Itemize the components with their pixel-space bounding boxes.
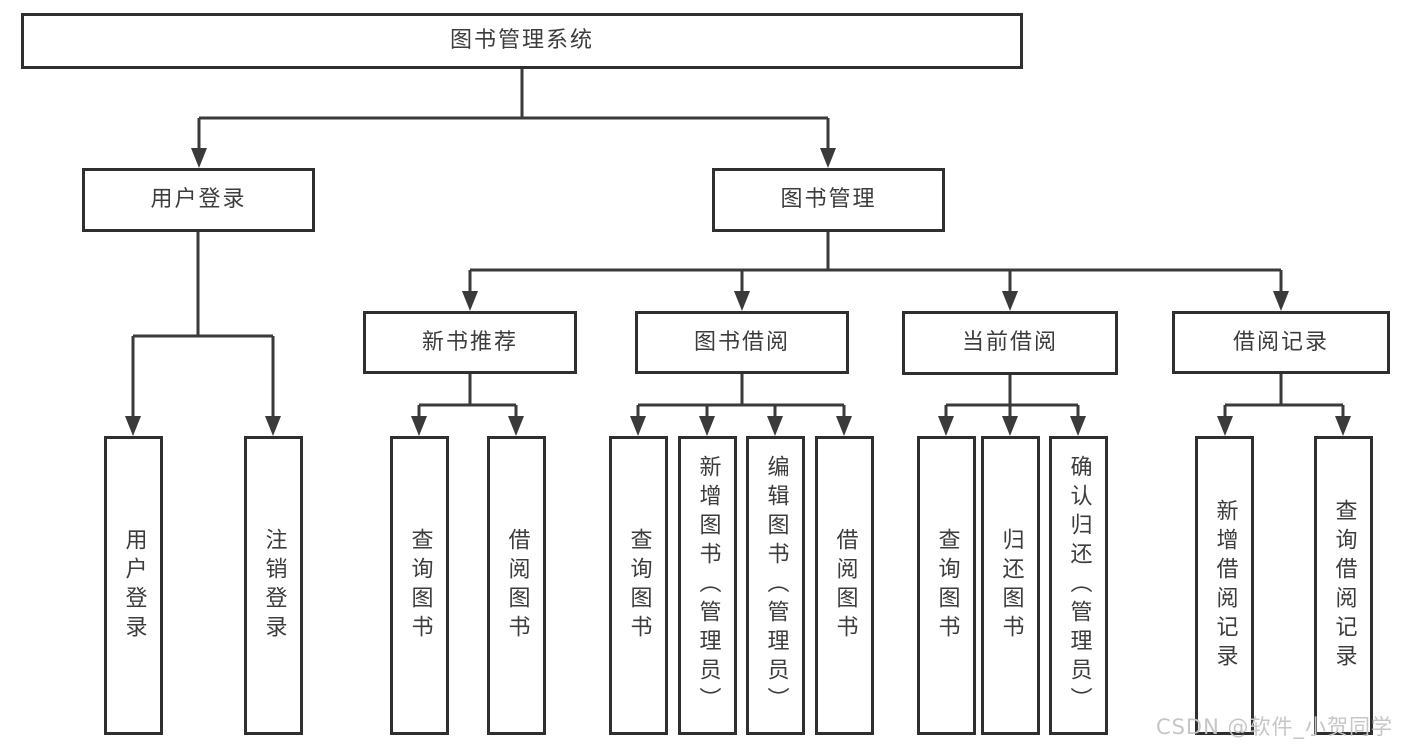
leaf-borrow-borrow-books-label: 借阅图书: [832, 527, 858, 644]
arrowhead: [1002, 416, 1018, 436]
node-borrow-records-label: 借阅记录: [1232, 329, 1329, 355]
node-book-management-label: 图书管理: [780, 187, 877, 212]
leaf-logout: 注销登录: [244, 436, 303, 735]
arrowhead: [820, 148, 836, 168]
arrowhead: [411, 416, 427, 436]
leaf-current-query-books: 查询图书: [917, 436, 976, 735]
leaf-recommend-query-books-label: 查询图书: [407, 527, 433, 644]
leaf-current-return-books-label: 归还图书: [998, 527, 1024, 644]
leaf-recommend-borrow-books-label: 借阅图书: [504, 527, 530, 644]
leaf-current-confirm-return-label: 确认归还（管理员）: [1066, 455, 1092, 716]
leaf-records-query-record-label: 查询借阅记录: [1331, 498, 1357, 673]
arrowhead: [1335, 416, 1351, 436]
leaf-borrow-query-books: 查询图书: [609, 436, 668, 735]
node-user-login-label: 用户登录: [150, 187, 247, 212]
tree-edges: [131, 69, 1345, 418]
arrowhead: [630, 416, 646, 436]
leaf-logout-label: 注销登录: [261, 527, 287, 644]
leaf-current-return-books: 归还图书: [981, 436, 1040, 735]
arrowhead: [191, 148, 207, 168]
leaf-borrow-borrow-books: 借阅图书: [815, 436, 874, 735]
leaf-records-add-record: 新增借阅记录: [1195, 436, 1254, 735]
node-book-borrow-label: 图书借阅: [693, 329, 790, 355]
arrowhead: [1217, 416, 1233, 436]
leaf-recommend-query-books: 查询图书: [390, 436, 449, 735]
arrowheads: [125, 148, 1351, 436]
node-new-book-recommend: 新书推荐: [363, 311, 577, 374]
leaf-borrow-query-books-label: 查询图书: [626, 527, 652, 644]
arrowhead: [734, 291, 750, 311]
arrowhead: [767, 416, 783, 436]
leaf-current-query-books-label: 查询图书: [934, 527, 960, 644]
arrowhead: [938, 416, 954, 436]
node-root-label: 图书管理系统: [449, 28, 594, 53]
arrowhead: [699, 416, 715, 436]
arrowhead: [836, 416, 852, 436]
arrowhead: [462, 291, 478, 311]
arrowhead: [265, 416, 281, 436]
node-user-login: 用户登录: [82, 168, 315, 232]
node-root: 图书管理系统: [21, 13, 1023, 69]
arrowhead: [1273, 291, 1289, 311]
node-borrow-records: 借阅记录: [1172, 311, 1390, 374]
leaf-current-confirm-return: 确认归还（管理员）: [1049, 436, 1108, 735]
arrowhead: [1070, 416, 1086, 436]
node-book-management: 图书管理: [712, 168, 945, 232]
leaf-recommend-borrow-books: 借阅图书: [487, 436, 546, 735]
leaf-borrow-add-books: 新增图书（管理员）: [678, 436, 737, 735]
arrowhead: [1002, 291, 1018, 311]
leaf-user-login: 用户登录: [104, 436, 163, 735]
node-current-borrow: 当前借阅: [902, 311, 1118, 375]
leaf-borrow-edit-books: 编辑图书（管理员）: [746, 436, 805, 735]
node-new-book-recommend-label: 新书推荐: [421, 329, 518, 355]
leaf-user-login-label: 用户登录: [121, 527, 147, 644]
node-current-borrow-label: 当前借阅: [961, 330, 1058, 355]
leaf-borrow-edit-books-label: 编辑图书（管理员）: [763, 455, 789, 716]
leaf-borrow-add-books-label: 新增图书（管理员）: [695, 455, 721, 716]
arrowhead: [125, 416, 141, 436]
leaf-records-query-record: 查询借阅记录: [1314, 436, 1373, 735]
arrowhead: [508, 416, 524, 436]
node-book-borrow: 图书借阅: [635, 311, 849, 374]
leaf-records-add-record-label: 新增借阅记录: [1212, 498, 1238, 673]
